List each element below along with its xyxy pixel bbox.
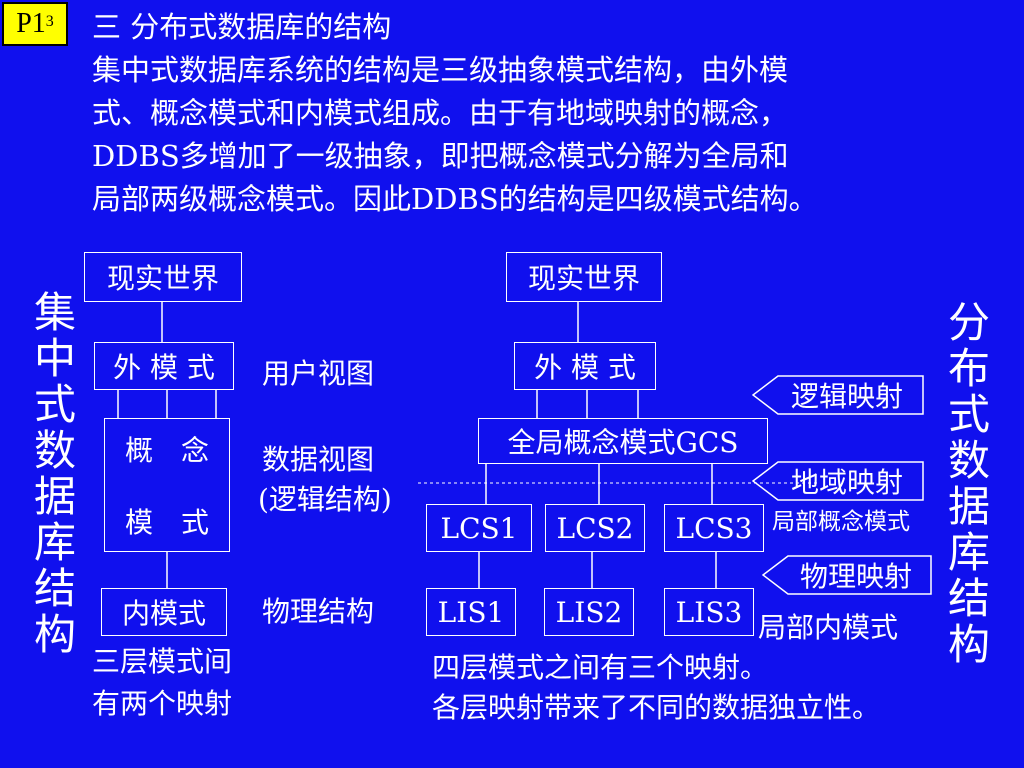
logic-mapping-callout: 逻辑映射 [752,375,924,415]
geo-mapping-callout: 地域映射 [752,461,924,501]
page-number: P1 [16,8,46,39]
distributed-db-title: 分布式数据库结构 [947,298,990,669]
left-conceptual-schema-box: 概 念 模 式 [104,418,230,552]
callout-arrow-shape [752,461,924,501]
left-note-line1: 三层模式间 [92,645,233,678]
global-conceptual-schema-box: 全局概念模式GCS [478,418,768,464]
phys-mapping-callout: 物理映射 [762,555,932,595]
right-note-line1: 四层模式之间有三个映射。 [432,651,769,684]
right-real-world-box: 现实世界 [506,252,662,302]
intro-line: 局部两级概念模式。因此DDBS的结构是四级模式结构。 [92,182,818,216]
centralized-db-title: 集中式数据库结构 [33,288,76,659]
lis-box: LIS3 [664,588,754,636]
intro-line: 式、概念模式和内模式组成。由于有地域映射的概念， [92,96,789,130]
lis-box: LIS2 [544,588,634,636]
logical-structure-label: (逻辑结构) [258,483,392,516]
local-concept-schema-label: 局部概念模式 [772,509,910,535]
geo-mapping-label: 地域映射 [790,466,903,499]
conceptual-schema-line1: 概 念 [124,434,209,467]
lcs-box: LCS3 [664,504,764,552]
conceptual-schema-line2: 模 式 [124,506,209,539]
left-note-line2: 有两个映射 [92,687,233,720]
callout-arrow-shape [762,555,932,595]
page-superscript: 3 [45,13,54,30]
phys-mapping-label: 物理映射 [799,560,912,593]
left-external-schema-box: 外 模 式 [94,342,234,390]
left-internal-schema-box: 内模式 [101,588,227,636]
logic-mapping-label: 逻辑映射 [790,380,903,413]
user-view-label: 用户视图 [262,357,375,390]
local-internal-schema-label: 局部内模式 [758,611,899,644]
right-note-line2: 各层映射带来了不同的数据独立性。 [432,691,881,724]
callout-arrow-shape [752,375,924,415]
lcs-box: LCS2 [545,504,645,552]
intro-line: DDBS多增加了一级抽象，即把概念模式分解为全局和 [92,139,789,173]
intro-heading: 三 分布式数据库的结构 [92,10,392,44]
intro-text: 三 分布式数据库的结构 集中式数据库系统的结构是三级抽象模式结构，由外模 式、概… [92,6,972,221]
right-external-schema-box: 外 模 式 [514,342,656,390]
left-real-world-box: 现实世界 [84,252,242,302]
data-view-label: 数据视图 [262,443,375,476]
lcs-box: LCS1 [426,504,532,552]
intro-line: 集中式数据库系统的结构是三级抽象模式结构，由外模 [92,53,789,87]
lis-box: LIS1 [426,588,516,636]
physical-structure-label: 物理结构 [262,595,375,628]
